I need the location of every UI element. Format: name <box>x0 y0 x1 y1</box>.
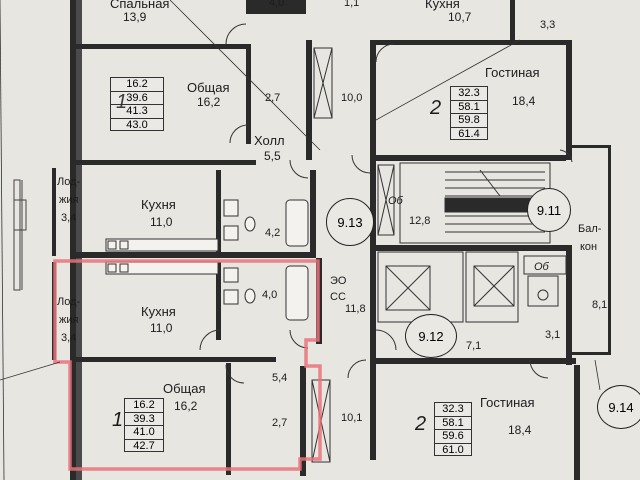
apt1-top-general-area: 16,2 <box>197 95 221 109</box>
balcony-label-2: кон <box>580 241 598 253</box>
bathroom-fixtures <box>223 199 309 321</box>
apt2-top-number: 2 <box>430 97 442 119</box>
ob-label-2: Об <box>534 261 549 273</box>
apt1-bottom-general-label: Общая <box>163 381 206 396</box>
ob-label-1: Об <box>388 195 403 207</box>
lobby-area: 11,8 <box>345 303 366 315</box>
apt1-bottom-kitchen-area: 11,0 <box>150 321 173 335</box>
top-room-area-3-3: 3,3 <box>540 19 556 31</box>
apt1-bottom-total-area: 39.3 <box>125 413 163 426</box>
balcony-label-1: Бал- <box>578 223 602 235</box>
tag-9-14: 9.14 <box>597 385 640 429</box>
apt2-bottom-living-label: Гостиная <box>480 395 535 410</box>
apt2-bottom-living-area-label: 18,4 <box>508 423 532 437</box>
apt2-top-total-with-balcony: 59.8 <box>451 114 487 128</box>
top-kitchen-label: Кухня <box>425 0 460 11</box>
apt1-bottom-number: 1 <box>112 409 124 431</box>
apt1-bottom-corridor-area: 10,1 <box>341 412 363 424</box>
balcony-area: 8,1 <box>592 299 608 311</box>
walls <box>52 0 611 480</box>
windows <box>13 179 27 291</box>
apt1-top-kitchen-area: 11,0 <box>150 215 173 229</box>
apt1-top-wc-area: 4,2 <box>265 227 281 239</box>
apt1-bottom-wc-area: 4,0 <box>262 289 278 301</box>
kitchen-counters <box>105 238 219 275</box>
apt1-top-kitchen-label: Кухня <box>141 197 176 212</box>
apt2-top-total-area: 58.1 <box>451 101 487 114</box>
tag-9-11: 9.11 <box>527 188 571 232</box>
apt1-top-full-area: 43.0 <box>126 118 148 131</box>
top-room-area-1-1: 1,1 <box>344 0 360 9</box>
apt2-bottom-number: 2 <box>415 413 427 435</box>
apt1-bottom-kitchen-label: Кухня <box>141 304 176 319</box>
tag-9-13: 9.13 <box>326 198 374 246</box>
apt1-top-total-with-loggia: 41.3 <box>111 105 163 119</box>
apt2-bottom-summary-box: 32.3 58.1 59.6 61.0 <box>434 402 472 456</box>
elevators <box>377 251 567 323</box>
apt1-bottom-loggia-label-2: жия <box>59 314 79 326</box>
apt1-top-corridor-area: 10,0 <box>341 92 363 104</box>
apt1-top-bath-area: 2,7 <box>265 92 281 104</box>
apt1-top-loggia-label-1: Лод- <box>57 176 81 188</box>
apt1-top-general-label: Общая <box>187 80 230 95</box>
door-arcs <box>199 23 573 384</box>
apt1-bottom-summary-box: 16.2 39.3 41.0 42.7 <box>124 398 164 452</box>
apt1-top-total-area: 39.6 <box>111 92 163 105</box>
apt1-bottom-general-area: 16,2 <box>174 399 198 413</box>
eo-label: ЭО <box>330 275 347 287</box>
apt1-bottom-loggia-area: 3,4 <box>61 332 77 344</box>
apt2-top-living-label: Гостиная <box>485 65 540 80</box>
apt2-bottom-living-area: 32.3 <box>435 403 471 417</box>
stairs <box>399 162 551 244</box>
highlight-outline <box>53 259 322 471</box>
apt1-bottom-living-area: 16.2 <box>125 399 163 413</box>
annotation-lines <box>0 0 601 480</box>
apt1-bottom-bath-area: 2,7 <box>272 417 288 429</box>
apt1-top-number: 1 <box>116 91 128 113</box>
apt1-bottom-hall-area: 5,4 <box>272 372 288 384</box>
bedroom-area: 13,9 <box>123 10 147 24</box>
apt2-top-summary-box: 32.3 58.1 59.8 61.4 <box>450 86 488 140</box>
tag-9-12: 9.12 <box>405 314 457 358</box>
apt2-top-living-area-label: 18,4 <box>512 94 536 108</box>
apt1-bottom-loggia-label-1: Лод- <box>57 296 81 308</box>
apt1-top-summary-box: 16.2 39.6 41.3 43.0 <box>110 77 164 131</box>
apt1-top-hall-label: Холл <box>254 133 285 148</box>
apt1-top-loggia-label-2: жия <box>59 194 79 206</box>
stair-area: 12,8 <box>409 215 431 227</box>
top-room-area-4-0: 4,0 <box>269 0 285 9</box>
apt1-top-living-area: 16.2 <box>111 78 163 92</box>
apt2-bottom-total-area: 58.1 <box>435 417 471 430</box>
apt2-top-full-area: 61.4 <box>458 127 480 140</box>
apt1-top-hall-area: 5,5 <box>264 149 281 163</box>
bedroom-label: Спальная <box>110 0 170 11</box>
apt1-bottom-full-area: 42.7 <box>133 439 155 452</box>
apt1-bottom-total-with-loggia: 41.0 <box>125 426 163 440</box>
lift-hall-area: 7,1 <box>466 340 482 352</box>
apt1-top-loggia-area: 3,4 <box>61 212 77 224</box>
top-kitchen-area: 10,7 <box>448 10 472 24</box>
ventilation-shafts <box>311 47 395 463</box>
apt2-bottom-full-area: 61.0 <box>442 443 464 456</box>
ss-label: СС <box>330 291 346 303</box>
apt2-bottom-total-with-balcony: 59.6 <box>435 430 471 444</box>
apt2-top-living-area: 32.3 <box>451 87 487 101</box>
shaft-area: 3,1 <box>545 329 561 341</box>
